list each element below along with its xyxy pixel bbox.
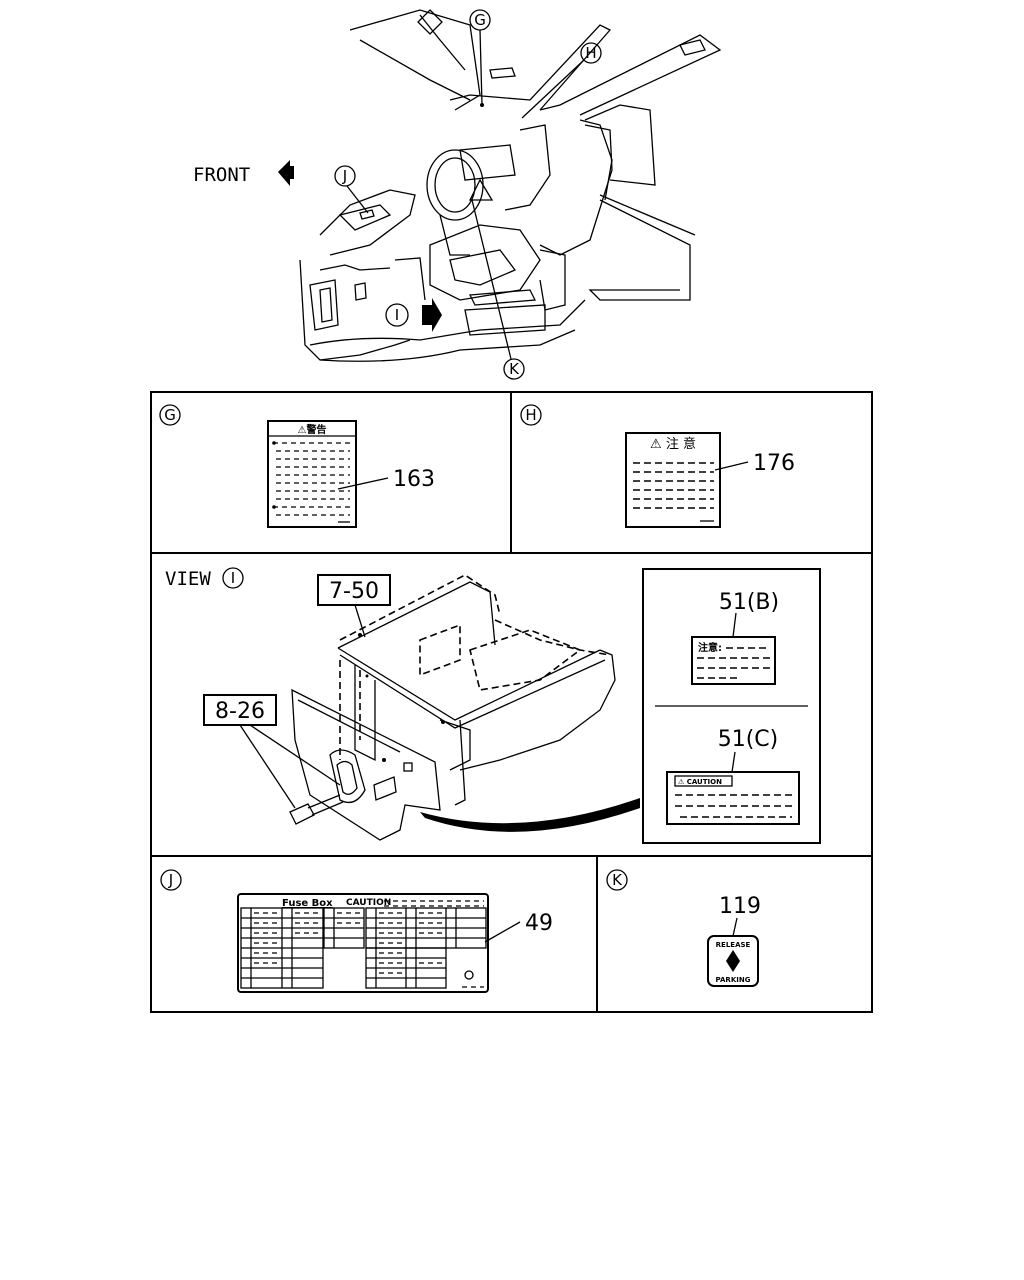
view-direction-arrow-icon — [422, 298, 442, 332]
inset-label-box — [642, 568, 821, 844]
view-label: VIEW — [165, 568, 211, 590]
fuse-box-title: Fuse Box — [282, 898, 333, 909]
panel-g-letter: G — [164, 406, 176, 424]
panel-view-i: VIEW I 7-50 8-26 — [165, 567, 821, 844]
callout-g: G — [469, 9, 491, 107]
label-51b — [691, 636, 776, 685]
panel-j-letter: J — [168, 871, 173, 889]
label-51c — [666, 771, 800, 825]
panel-k-letter: K — [612, 871, 623, 889]
floor-frame-illustration — [289, 574, 640, 841]
part-number-49: 49 — [525, 911, 553, 936]
panel-g: G ⚠警告 163 — [159, 404, 435, 528]
front-label: FRONT — [193, 164, 250, 186]
callout-h: H — [521, 42, 602, 119]
part-number-51b: 51(B) — [719, 590, 779, 615]
panel-h: H ⚠ 注 意 176 — [520, 404, 795, 528]
svg-text:7-50: 7-50 — [329, 579, 379, 604]
fuse-grid-right — [365, 907, 487, 989]
panel-frame — [150, 391, 873, 1013]
part-number-176: 176 — [753, 451, 795, 476]
part-number-163: 163 — [393, 467, 435, 492]
svg-text:I: I — [395, 306, 399, 324]
view-letter: I — [231, 569, 235, 587]
svg-text:G: G — [474, 11, 486, 29]
part-number-51c: 51(C) — [718, 727, 779, 752]
part-number-119: 119 — [719, 894, 761, 919]
parking-release-label-119 — [707, 935, 759, 987]
ref-box-7-50 — [317, 574, 391, 606]
panel-k: K 119 RELEASE PARKING — [606, 869, 761, 987]
front-arrow-icon — [278, 160, 294, 186]
caution-label-176 — [625, 432, 721, 528]
svg-text:H: H — [585, 44, 596, 62]
cab-overview-illustration — [299, 9, 722, 362]
svg-text:8-26: 8-26 — [215, 699, 265, 724]
svg-text:J: J — [342, 167, 347, 185]
fuse-box-caution: CAUTION — [346, 898, 391, 908]
warning-label-title: ⚠警告 — [298, 423, 327, 436]
caution-label-title: ⚠ 注 意 — [650, 436, 696, 452]
panel-h-letter: H — [525, 406, 536, 424]
fuse-box-label-49 — [237, 893, 489, 993]
svg-text:K: K — [509, 360, 520, 378]
fuse-grid-left — [240, 907, 365, 989]
warning-label-163 — [267, 420, 357, 528]
callout-i: I — [385, 298, 442, 332]
diamond-icon — [726, 950, 740, 972]
callout-j: J — [334, 165, 369, 214]
panel-j: J Fuse Box CAUTION 49 — [160, 869, 553, 993]
svg-text:PARKING: PARKING — [716, 976, 751, 984]
svg-text:RELEASE: RELEASE — [716, 941, 751, 949]
callout-k: K — [471, 199, 525, 380]
svg-text:⚠ CAUTION: ⚠ CAUTION — [678, 778, 722, 786]
svg-text:注意:: 注意: — [698, 641, 722, 654]
